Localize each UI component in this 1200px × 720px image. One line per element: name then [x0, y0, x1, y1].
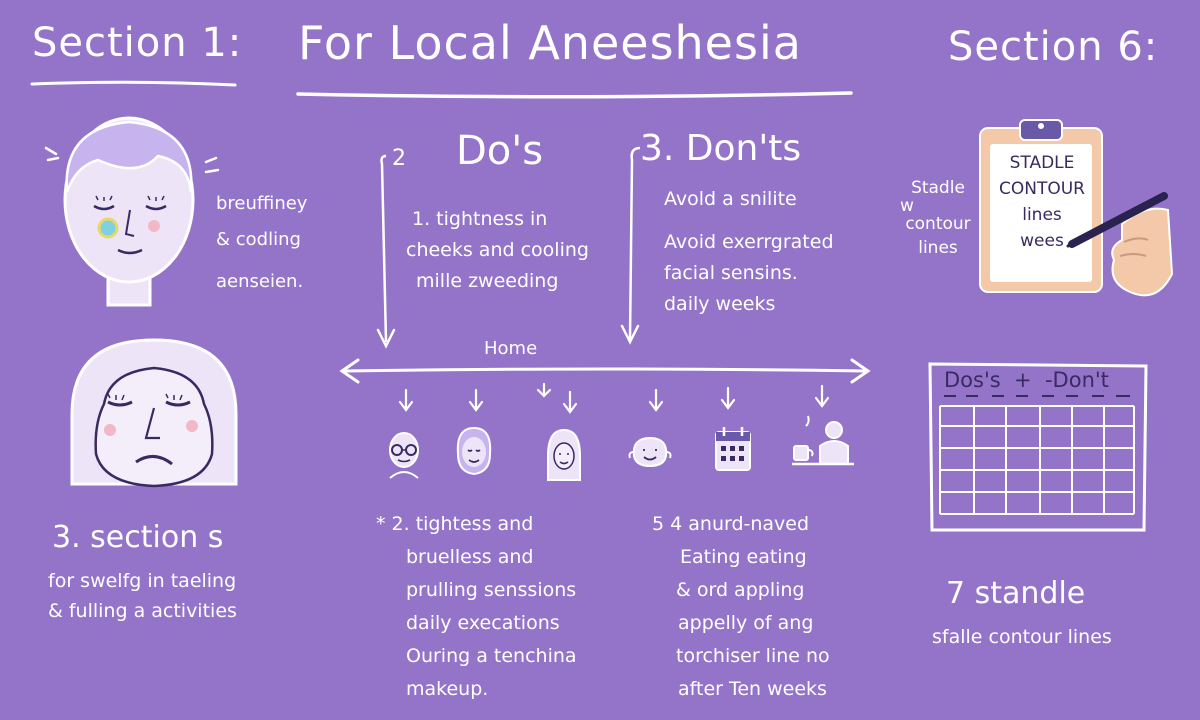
section-3-text: for swelfg in taeling & fulling a activi…: [48, 566, 237, 626]
person-at-desk-icon: [792, 415, 854, 466]
woman-face-icon: [456, 426, 492, 476]
clipboard-line: CONTOUR: [999, 179, 1085, 199]
timeline-small-arrows: [398, 382, 830, 414]
side-note-line: contour: [905, 214, 971, 234]
clipboard-text: STADLE CONTOUR lines wees: [992, 150, 1092, 254]
lower-right-line: after Ten weeks: [678, 678, 827, 700]
hand-with-pen-icon: [1066, 192, 1174, 297]
face-caption: breuffiney & codling aenseien.: [216, 186, 307, 300]
glasses-person-icon: [389, 432, 419, 479]
dos-heading: Do's: [456, 128, 544, 174]
side-note: Stadle w contour lines: [896, 176, 980, 260]
clipboard-line: STADLE: [1009, 153, 1075, 173]
donts-line: daily weeks: [664, 293, 776, 315]
lower-left-line: prulling senssions: [406, 579, 577, 601]
lower-left-line: Ouring a tenchina: [406, 645, 577, 667]
dos-line: mille zweeding: [416, 270, 559, 292]
dos-down-arrow: [376, 154, 396, 349]
chart-title: Dos's + -Don't: [944, 368, 1109, 392]
dos-line: cheeks and cooling: [406, 239, 589, 261]
donts-down-arrow: [620, 146, 641, 345]
lower-left-line: bruelless and: [406, 546, 534, 568]
lower-right-line: torchiser line no: [676, 645, 830, 667]
face-caption-line: aenseien.: [216, 271, 304, 292]
section-1-underline: [30, 80, 237, 87]
lower-right-text: 5 4 anurd-naved Eating eating & ord appl…: [652, 508, 830, 706]
timeline-double-arrow: [339, 358, 871, 384]
section-3-heading: 3. section s: [52, 520, 224, 555]
donts-line: Avoid exerrgrated: [664, 231, 834, 253]
clipboard-line: wees: [1020, 231, 1064, 251]
dos-line: 1. tightness in: [412, 208, 548, 230]
section-7-heading: 7 standle: [946, 576, 1086, 611]
lower-right-line: appelly of ang: [678, 612, 814, 634]
dos-text: 1. tightness in cheeks and cooling mille…: [406, 204, 589, 297]
section-7-text: sfalle contour lines: [932, 626, 1112, 648]
lower-left-text: * 2. tightess and bruelless and prulling…: [376, 508, 577, 706]
timeline-label: Home: [484, 338, 538, 359]
donts-line: facial sensins.: [664, 262, 798, 284]
donts-heading: 3. Don'ts: [640, 128, 802, 169]
clipboard-line: lines: [1022, 205, 1062, 225]
side-note-line: Stadle: [911, 178, 965, 198]
dos-step-marker: 2: [392, 146, 406, 171]
clipboard-illustration: [979, 119, 1103, 293]
section-3-line: & fulling a activities: [48, 600, 237, 622]
side-note-line: lines: [918, 238, 958, 258]
side-note-line: w: [900, 196, 914, 216]
lower-right-line: 5 4 anurd-naved: [652, 513, 810, 535]
face-caption-line: & codling: [216, 229, 301, 250]
calendar-icon: [715, 427, 751, 471]
lower-left-line: makeup.: [406, 678, 489, 700]
smiling-blob-icon: [628, 436, 672, 468]
dos-donts-grid: [928, 362, 1148, 532]
face-sad-illustration: [70, 338, 238, 488]
donts-text: Avold a snilite Avoid exerrgrated facial…: [664, 184, 834, 320]
section-1-heading: Section 1:: [32, 20, 243, 66]
lower-left-line: daily execations: [406, 612, 560, 634]
face-relaxed-illustration: [44, 116, 220, 307]
title-underline: [296, 91, 853, 99]
lower-right-line: Eating eating: [680, 546, 807, 568]
section-3-line: for swelfg in taeling: [48, 570, 237, 592]
face-caption-line: breuffiney: [216, 193, 308, 214]
lower-right-line: & ord appling: [676, 579, 805, 601]
hijab-person-icon: [547, 428, 581, 481]
donts-line: Avold a snilite: [664, 188, 797, 210]
page-title: For Local Aneeshesia: [298, 16, 802, 70]
section-6-heading: Section 6:: [948, 24, 1159, 70]
lower-left-line: * 2. tightess and: [376, 513, 534, 535]
